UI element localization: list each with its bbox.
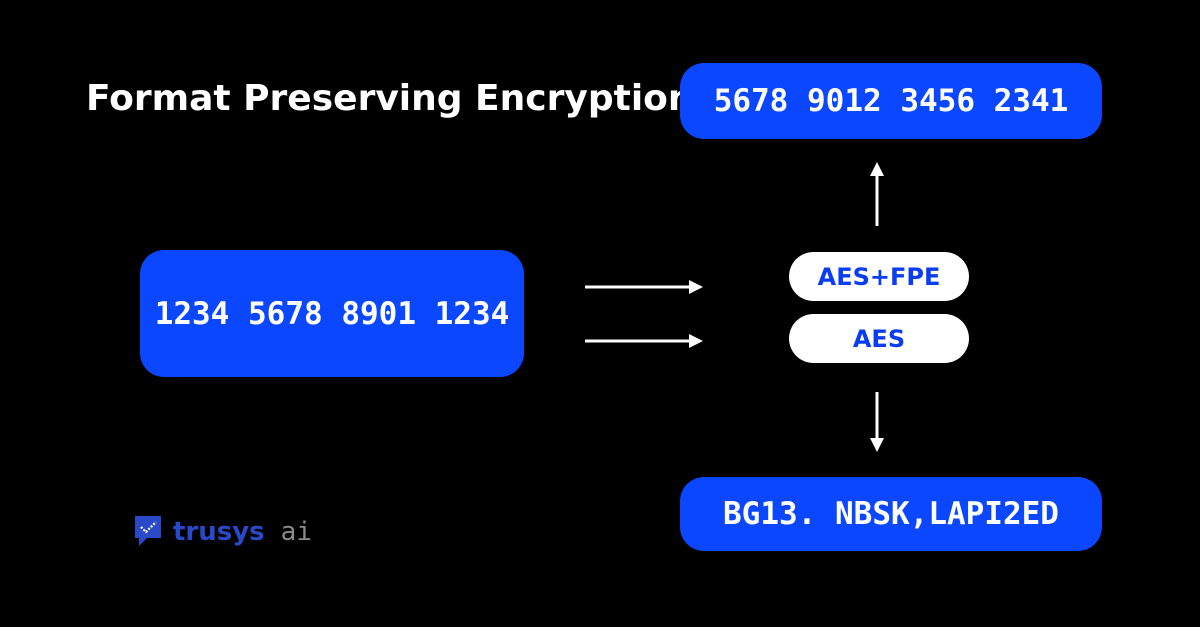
plaintext-input-box: 1234 5678 8901 1234 <box>140 250 524 377</box>
brand-logo-group: trusys ai <box>133 514 312 550</box>
chat-check-icon <box>135 516 161 546</box>
aes-output-box: BG13. NBSK,LAPI2ED <box>680 477 1102 551</box>
arrow-down-icon <box>870 392 884 452</box>
fpe-output-value: 5678 9012 3456 2341 <box>713 83 1069 119</box>
diagram-title: Format Preserving Encryption <box>86 78 694 119</box>
aes-fpe-method-pill: AES+FPE <box>789 252 969 301</box>
aes-method-label: AES <box>852 324 906 353</box>
arrow-up-icon <box>870 162 884 226</box>
aes-fpe-method-label: AES+FPE <box>817 262 941 291</box>
aes-output-value: BG13. NBSK,LAPI2ED <box>723 496 1059 532</box>
brand-suffix: ai <box>280 517 312 547</box>
fpe-output-box: 5678 9012 3456 2341 <box>680 63 1102 139</box>
brand-name: trusys <box>173 517 265 547</box>
plaintext-input-value: 1234 5678 8901 1234 <box>154 295 510 332</box>
arrow-to-fpe-icon <box>585 280 703 294</box>
aes-method-pill: AES <box>789 314 969 363</box>
arrow-to-aes-icon <box>585 334 703 348</box>
